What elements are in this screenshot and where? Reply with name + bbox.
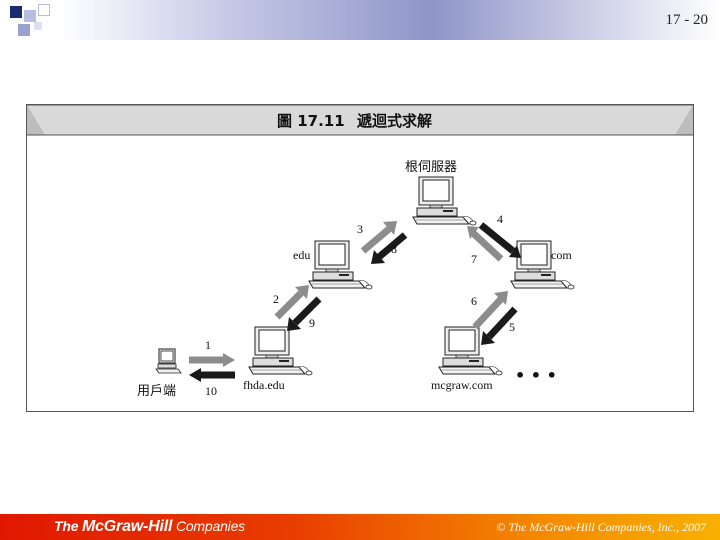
decorative-squares	[0, 0, 72, 44]
header-gradient-band	[0, 0, 720, 40]
step-number-3: 3	[357, 222, 363, 236]
more-servers-ellipsis: • • •	[515, 366, 557, 385]
root-server-computer-icon	[412, 176, 477, 226]
arrow-step-8	[371, 232, 408, 264]
figure-title: 遞迴式求解	[356, 112, 432, 130]
arrow-step-10	[189, 368, 235, 382]
mcgraw-hill-logo: The McGraw-Hill Companies	[54, 518, 245, 536]
com-label: com	[551, 248, 572, 262]
step-number-5: 5	[509, 320, 515, 334]
client-computer-icon	[155, 348, 182, 374]
figure-number: 圖 17.11	[277, 112, 345, 130]
arrow-step-3	[360, 221, 397, 254]
dns-recursive-resolution-figure: 圖 17.11 遞迴式求解 根伺服器 edu com fhda.edu mcgr…	[26, 104, 694, 412]
arrow-step-4	[478, 222, 521, 258]
arrow-step-9	[287, 296, 322, 331]
arrow-step-1	[189, 353, 235, 367]
footer-bar: The McGraw-Hill Companies © The McGraw-H…	[0, 514, 720, 540]
step-number-2: 2	[273, 292, 279, 306]
arrow-step-6	[472, 291, 508, 330]
copyright-text: © The McGraw-Hill Companies, Inc., 2007	[496, 520, 706, 534]
fhda-server-computer-icon	[248, 326, 313, 376]
arrow-step-7	[467, 226, 504, 262]
mcgraw-label: mcgraw.com	[431, 378, 493, 392]
logo-name: McGraw-Hill	[81, 518, 173, 535]
fhda-label: fhda.edu	[243, 378, 285, 392]
root-server-label: 根伺服器	[405, 160, 457, 175]
arrow-step-2	[274, 285, 309, 320]
slide-number: 17 - 20	[665, 12, 709, 28]
step-number-7: 7	[471, 252, 477, 266]
step-number-9: 9	[309, 316, 315, 330]
step-number-8: 8	[391, 242, 397, 256]
figure-title-bar: 圖 17.11 遞迴式求解	[27, 105, 693, 136]
edu-label: edu	[293, 248, 310, 262]
arrow-step-5	[481, 306, 518, 345]
logo-the: The	[54, 518, 82, 534]
step-number-10: 10	[205, 384, 217, 398]
step-number-4: 4	[497, 212, 503, 226]
step-number-1: 1	[205, 338, 211, 352]
step-number-6: 6	[471, 294, 477, 308]
logo-companies: Companies	[172, 518, 245, 534]
client-label: 用戶端	[137, 384, 176, 399]
